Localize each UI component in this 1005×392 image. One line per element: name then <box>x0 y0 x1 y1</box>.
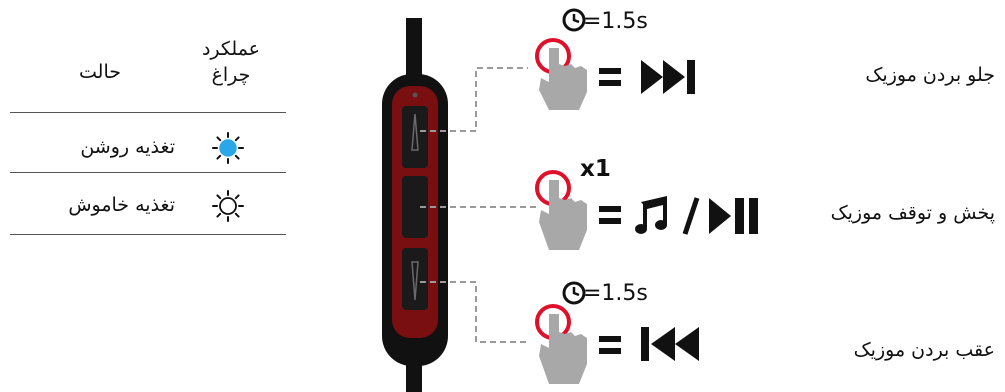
indicator-dot <box>412 92 418 98</box>
header-led-line1: عملکرد <box>201 38 261 60</box>
connector-next <box>420 67 528 132</box>
table-divider <box>10 234 286 235</box>
control-label: جلو بردن موزیک <box>865 64 995 86</box>
inline-remote <box>382 18 448 392</box>
sun-outline-icon <box>212 190 244 222</box>
row-status-label: تغذیه روشن <box>80 136 175 158</box>
music-note-icon <box>635 196 667 234</box>
multifunction-button <box>402 176 428 238</box>
table-divider <box>10 172 286 173</box>
control-label: عقب بردن موزیک <box>853 339 995 361</box>
connector-prev <box>420 281 528 343</box>
table-divider <box>10 112 286 113</box>
sun-lit-icon <box>212 132 244 164</box>
header-status: حالت <box>79 61 121 83</box>
press-duration: =1.5s <box>583 9 648 34</box>
control-label: پخش و توقف موزیک <box>830 202 995 224</box>
press-duration: =1.5s <box>583 281 648 306</box>
header-led-line2: چراغ <box>211 64 251 86</box>
row-status-label: تغذیه خاموش <box>68 194 175 216</box>
cable-top <box>406 18 422 88</box>
volume-down-button <box>402 248 428 310</box>
next-track-icon <box>599 60 695 94</box>
previous-track-icon <box>599 327 699 361</box>
header-led-function: عملکرد چراغ <box>196 36 266 88</box>
play-pause-icon <box>599 196 758 235</box>
press-hand-icon <box>535 170 587 250</box>
press-count: x1 <box>580 156 611 182</box>
press-hand-icon <box>535 8 587 110</box>
volume-up-button <box>402 106 428 168</box>
press-hand-icon <box>535 281 587 384</box>
